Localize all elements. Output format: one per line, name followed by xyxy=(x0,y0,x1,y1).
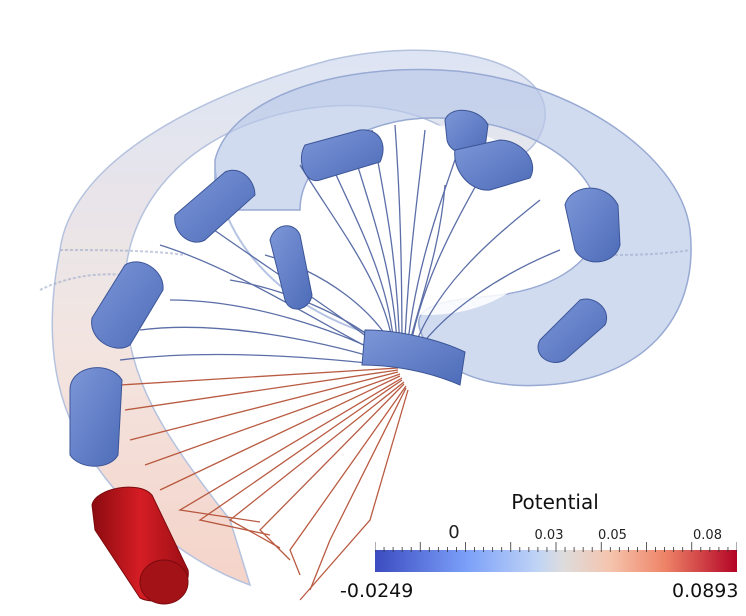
colorbar-tick-label: 0.05 xyxy=(597,528,627,543)
electrode xyxy=(69,367,123,467)
electrode xyxy=(444,109,489,156)
electrodes-blue xyxy=(69,109,621,467)
electrode xyxy=(361,329,466,386)
colorbar-tick-label: 0.03 xyxy=(534,528,564,543)
colorbar-min-label: -0.0249 xyxy=(340,580,414,602)
colorbar-ticks xyxy=(375,542,737,552)
electrode xyxy=(454,139,534,191)
colorbar-max-label: 0.0893 xyxy=(672,580,739,602)
electrode xyxy=(537,298,608,363)
electrode xyxy=(269,225,313,310)
electrode-red xyxy=(91,486,189,605)
electrode xyxy=(300,129,384,182)
electrode xyxy=(564,187,621,263)
colorbar-tick-label: 0 xyxy=(448,522,460,543)
electrode xyxy=(174,169,256,243)
electrode xyxy=(91,261,164,349)
colorbar-tick-label: 0.08 xyxy=(693,528,722,543)
field-lines-red xyxy=(119,367,409,601)
colorbar-title: Potential xyxy=(511,490,599,514)
colorbar xyxy=(375,550,737,572)
